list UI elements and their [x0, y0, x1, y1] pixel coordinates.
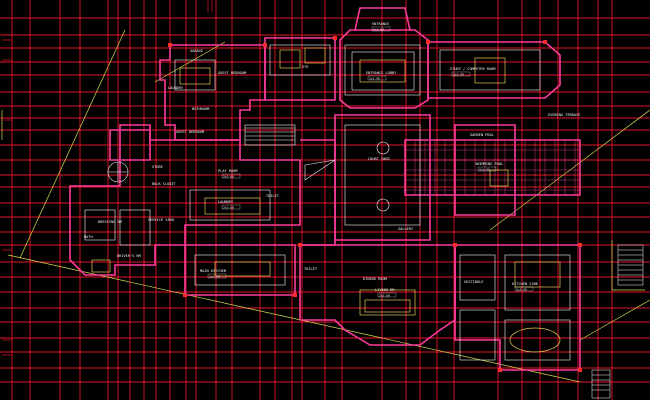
label-entrance: ENTRANCE [372, 22, 389, 26]
label-swimming-pool: SWIMMING POOL [475, 162, 503, 166]
label-bulk-closet: BULK CLOSET [152, 182, 177, 186]
label-evening-terrace: EVENING TERRACE [548, 113, 580, 117]
label-kitchen-sink: KITCHEN SINK [512, 282, 539, 286]
tag-play: 2x3.60 [223, 175, 234, 179]
label-toilet-1: TOILET [266, 194, 280, 198]
building-walls [69, 7, 581, 371]
label-gallery: GALLERY [398, 227, 414, 231]
area-tags: 2x3.60 2x3.60 2x3.60 2x3.60 2x3.60 2x3.6… [207, 26, 534, 298]
tag-entrance: 2x3.60 [373, 28, 384, 32]
exterior-stairs [591, 244, 644, 399]
tag-study: 2x3.60 [453, 73, 464, 77]
furniture [91, 47, 561, 353]
room-labels: ENTRANCE GARAGE GUEST BEDROOM STE ENTRAN… [84, 22, 580, 292]
tag-kitchen: 2x3.60 [209, 275, 220, 279]
label-guest-bedroom: GUEST BEDROOM [218, 71, 247, 75]
label-court-yard: COURT YARD [368, 157, 390, 161]
tag-lobby: 2x3.60 [369, 77, 380, 81]
site-boundary-lines [1, 29, 650, 383]
label-bath: BATH [84, 235, 93, 239]
label-store: STORE [152, 165, 163, 169]
label-garage: GARAGE [190, 49, 203, 53]
label-ste: STE [302, 65, 309, 69]
label-service-yard: SERVICE YARD [148, 218, 174, 222]
label-vestibule: VESTIBULE [464, 280, 483, 284]
tag-kitchen-sink: 2x3.60 [516, 288, 527, 292]
label-play-room: PLAY ROOM [218, 169, 238, 173]
label-dining-room: DINING ROOM [363, 277, 388, 281]
dimension-ticks [2, 0, 213, 356]
label-bathroom: BATHROOM [192, 107, 210, 111]
label-laundry-top: LAUNDRY [168, 86, 184, 90]
interior-partitions [84, 44, 571, 361]
label-laundry: LAUNDRY [218, 200, 234, 204]
label-study: STUDY / COMPUTER ROOM [450, 67, 496, 71]
label-main-kitchen: MAIN KITCHEN [200, 269, 226, 273]
label-toilet-2: TOILET [304, 267, 318, 271]
tag-laundry: 2x3.60 [223, 206, 234, 210]
label-living-rm: LIVING RM [375, 288, 395, 292]
label-entrance-lobby: ENTRANCE LOBBY [366, 71, 397, 75]
structural-columns [168, 36, 582, 372]
tag-living: 2x3.60 [379, 294, 390, 298]
tag-pool: 2x3.60 [479, 168, 490, 172]
label-drivers-rm: DRIVER'S RM [117, 254, 142, 258]
label-garden-pool: GARDEN POOL [470, 133, 494, 137]
label-dressing-rm: DRESSING RM [98, 220, 123, 224]
label-guest-bedroom-2: GUEST BEDROOM [176, 130, 205, 134]
